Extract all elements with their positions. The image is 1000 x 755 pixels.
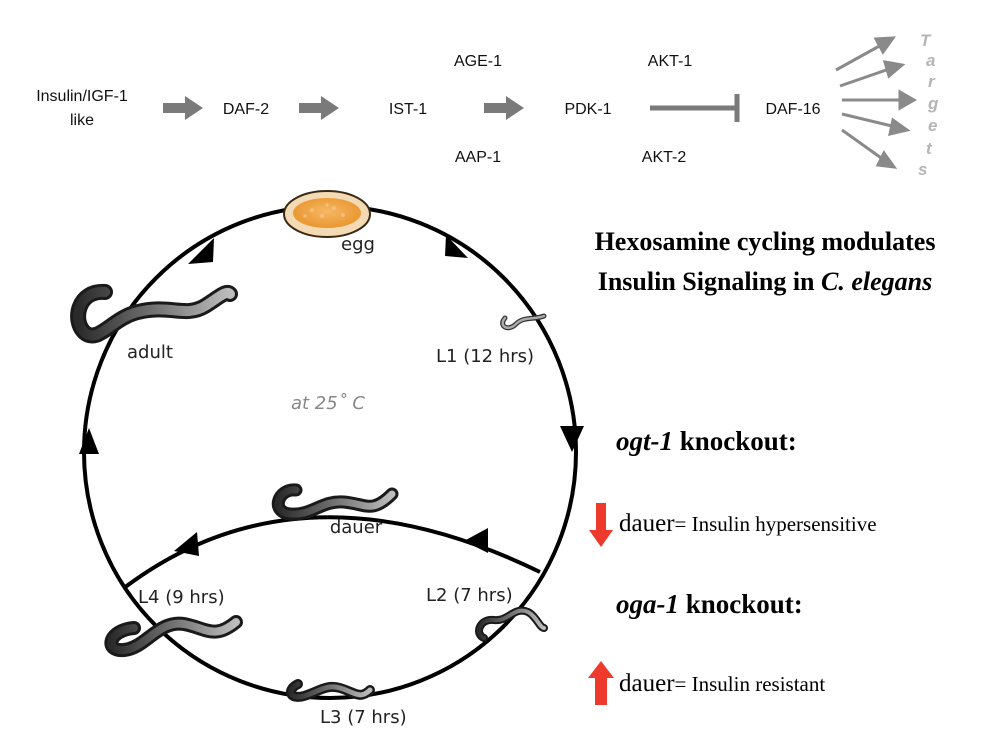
title-line-1: Hexosamine cycling modulates bbox=[594, 227, 936, 256]
l4-worm-icon bbox=[104, 615, 243, 658]
title-line-2-prefix: Insulin Signaling in bbox=[597, 267, 822, 296]
ogt1-effect-term: dauer bbox=[619, 510, 675, 537]
ogt1-effect: dauer= Insulin hypersensitive bbox=[619, 510, 877, 538]
targets-arrows bbox=[835, 36, 918, 169]
node-akt1: AKT-1 bbox=[648, 53, 693, 70]
l2-worm-icon bbox=[475, 606, 548, 642]
ogt1-knockout-heading: ogt-1 knockout: bbox=[616, 426, 797, 457]
oga1-gene-name: oga-1 bbox=[616, 589, 679, 619]
figure-title: Hexosamine cycling modulates Insulin Sig… bbox=[530, 222, 1000, 302]
l1-worm-icon bbox=[500, 313, 547, 331]
adult-worm-icon bbox=[70, 284, 238, 344]
stage-label-l4: L4 (9 hrs) bbox=[138, 587, 225, 608]
node-daf2: DAF-2 bbox=[223, 101, 269, 118]
node-ist1: IST-1 bbox=[389, 101, 427, 118]
targets-letter-7: s bbox=[918, 160, 927, 179]
oga1-heading-suffix: knockout: bbox=[679, 589, 803, 619]
temperature-label: at 25˚ C bbox=[291, 393, 365, 414]
targets-letter-3: r bbox=[928, 72, 936, 91]
arrowhead-l2-to-dauer bbox=[464, 528, 488, 553]
oga1-effect-description: = Insulin resistant bbox=[674, 672, 826, 696]
stage-label-dauer: dauer bbox=[330, 517, 383, 538]
node-aap1: AAP-1 bbox=[455, 149, 501, 166]
arrowhead-l4-to-adult bbox=[79, 428, 99, 454]
oga1-effect-term: dauer bbox=[619, 670, 675, 697]
oga1-effect: dauer= Insulin resistant bbox=[619, 670, 825, 698]
stage-label-egg: egg bbox=[341, 234, 375, 255]
stage-label-l1: L1 (12 hrs) bbox=[436, 346, 534, 367]
targets-letter-2: a bbox=[926, 51, 935, 70]
title-species: C. elegans bbox=[821, 267, 933, 296]
arrow-insulin-to-daf2 bbox=[163, 96, 203, 120]
l3-worm-icon bbox=[285, 679, 375, 702]
targets-letter-6: t bbox=[926, 139, 933, 158]
signaling-pathway: Insulin/IGF-1 like DAF-2 IST-1 AGE-1 AAP… bbox=[36, 31, 939, 179]
targets-label: T a r g e t s bbox=[918, 31, 939, 179]
ogt1-gene-name: ogt-1 bbox=[616, 426, 673, 456]
node-insulin-line1: Insulin/IGF-1 bbox=[36, 88, 128, 105]
node-pdk1: PDK-1 bbox=[564, 101, 611, 118]
targets-letter-1: T bbox=[920, 31, 932, 50]
ogt1-down-arrow-icon bbox=[589, 503, 613, 547]
ogt1-heading-suffix: knockout: bbox=[673, 426, 797, 456]
inhibition-bar-pdk1-to-daf16 bbox=[650, 94, 740, 122]
targets-letter-5: e bbox=[928, 116, 937, 135]
title-line-2: Insulin Signaling in C. elegans bbox=[530, 262, 1000, 302]
life-cycle: egg adult L1 (12 hrs) at 25˚ C dauer L2 … bbox=[70, 190, 584, 728]
dauer-worm-icon bbox=[271, 483, 399, 521]
node-age1: AGE-1 bbox=[454, 53, 502, 70]
stage-label-adult: adult bbox=[127, 342, 173, 363]
node-akt2: AKT-2 bbox=[642, 149, 687, 166]
stage-label-l2: L2 (7 hrs) bbox=[426, 585, 513, 606]
arrowhead-dauer-to-l4 bbox=[174, 532, 199, 556]
arrowhead-adult-to-egg bbox=[188, 238, 214, 264]
node-insulin-line2: like bbox=[70, 112, 94, 129]
node-daf16: DAF-16 bbox=[765, 101, 820, 118]
targets-letter-4: g bbox=[927, 94, 939, 113]
egg-icon bbox=[283, 190, 371, 238]
oga1-knockout-heading: oga-1 knockout: bbox=[616, 589, 803, 620]
arrowhead-egg-to-l1 bbox=[445, 235, 468, 258]
oga1-up-arrow-icon bbox=[588, 661, 614, 705]
arrow-daf2-to-ist1 bbox=[299, 96, 339, 120]
stage-label-l3: L3 (7 hrs) bbox=[320, 707, 407, 728]
arrowhead-l1-down bbox=[560, 426, 584, 452]
ogt1-effect-description: = Insulin hypersensitive bbox=[674, 512, 877, 536]
arrow-ist1-to-pdk1 bbox=[484, 96, 524, 120]
